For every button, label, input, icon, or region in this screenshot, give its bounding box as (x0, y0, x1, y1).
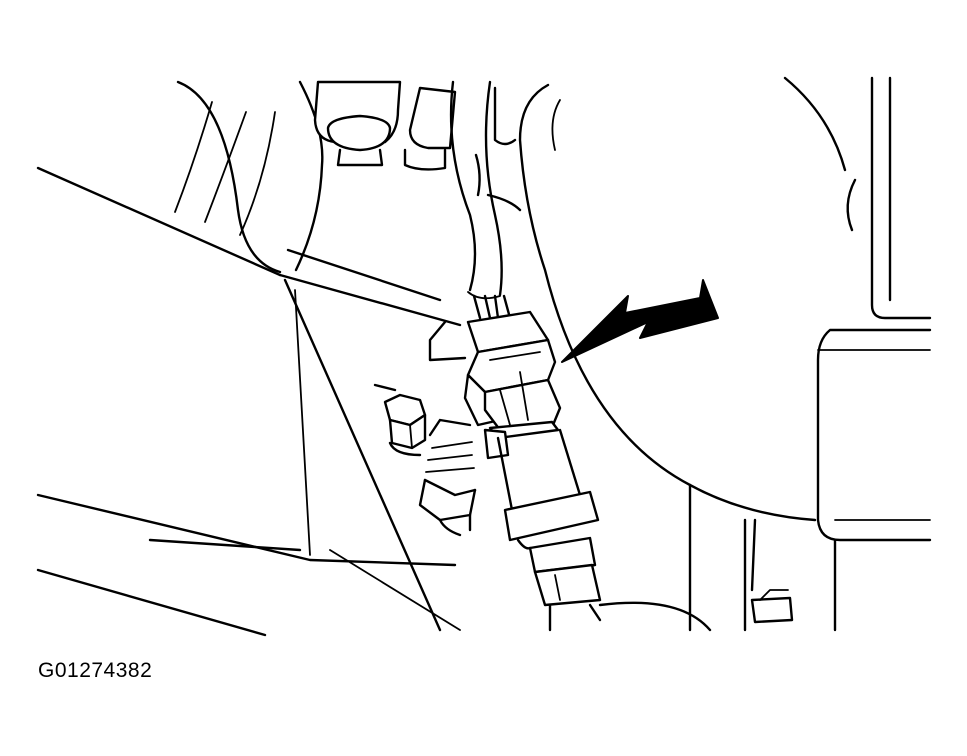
electrical-connector (463, 310, 562, 460)
intake-tube (174, 80, 324, 274)
cylinder-part (816, 328, 932, 542)
manifold-body (36, 166, 462, 637)
figure-id-label: G01274382 (38, 659, 153, 682)
arrow-icon (561, 279, 719, 363)
connector-tab (428, 320, 467, 362)
threaded-stud (418, 418, 477, 537)
lower-flange (598, 483, 837, 632)
mounting-bosses (313, 80, 522, 212)
engine-housing (518, 76, 932, 522)
hex-bolt (373, 383, 427, 457)
sensor-body (496, 428, 602, 632)
